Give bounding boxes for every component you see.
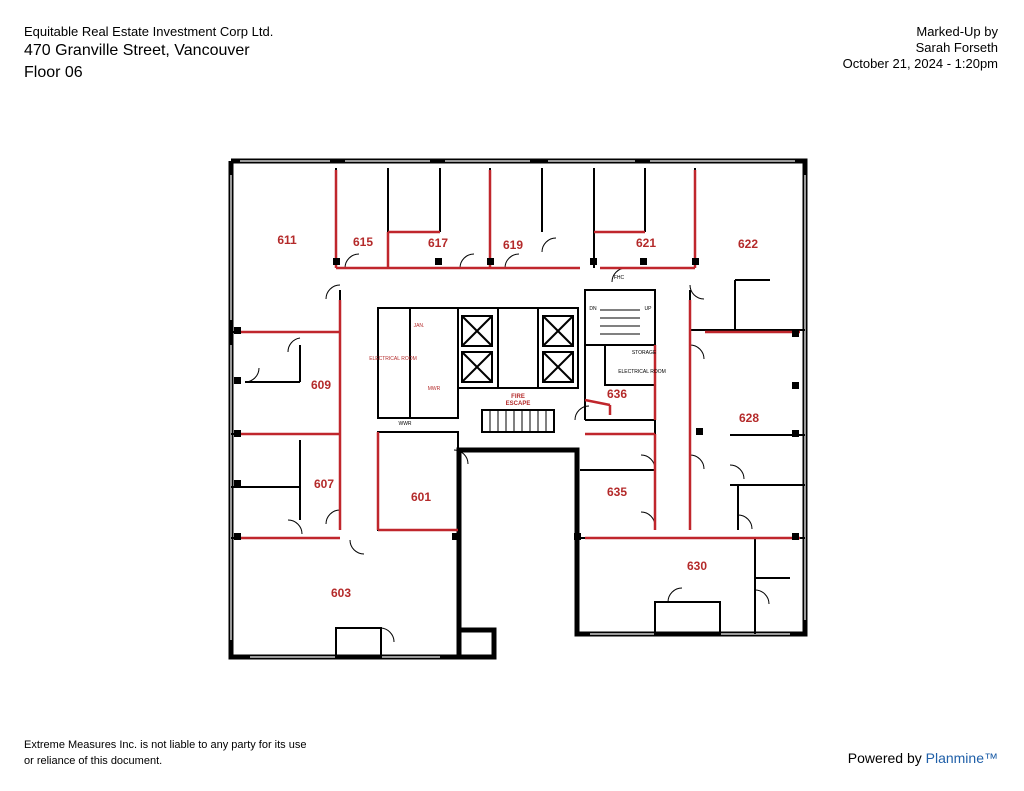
- markup-datetime: October 21, 2024 - 1:20pm: [842, 56, 998, 71]
- wwr-label: WWR: [398, 421, 411, 427]
- room-615-label: 615: [353, 235, 373, 249]
- room-607-label: 607: [314, 477, 334, 491]
- marked-by-name: Sarah Forseth: [915, 40, 998, 55]
- storage-label: STORAGE: [632, 350, 657, 356]
- room-617-label: 617: [428, 236, 448, 250]
- disclaimer: Extreme Measures Inc. is not liable to a…: [24, 737, 306, 769]
- room-609-label: 609: [311, 378, 331, 392]
- dn-label: DN: [589, 306, 597, 312]
- columns: [234, 258, 799, 540]
- disclaimer-line-1: Extreme Measures Inc. is not liable to a…: [24, 739, 307, 751]
- mwr-label: MWR: [428, 386, 441, 392]
- disclaimer-line-2: or reliance of this document.: [24, 755, 163, 767]
- escape-label: ESCAPE: [506, 401, 531, 407]
- jan-label: JAN.: [414, 323, 425, 329]
- stair-treads: [489, 309, 640, 432]
- up-label: UP: [645, 306, 653, 312]
- fhc-label: FHC: [614, 275, 625, 281]
- fire-label: FIRE: [511, 394, 525, 400]
- room-603-label: 603: [331, 586, 351, 600]
- powered-by: Powered by Planmine™: [848, 750, 998, 766]
- floor-label: Floor 06: [24, 64, 83, 81]
- room-636-label: 636: [607, 387, 627, 401]
- room-621-label: 621: [636, 236, 656, 250]
- markup-lines: [237, 170, 800, 540]
- room-628-label: 628: [739, 411, 759, 425]
- electrical-room-2-label: ELECTRICAL ROOM: [618, 369, 666, 375]
- room-619-label: 619: [503, 238, 523, 252]
- address: 470 Granville Street, Vancouver: [24, 42, 250, 59]
- header-right: Marked-Up by Sarah Forseth October 21, 2…: [843, 24, 998, 72]
- room-622-label: 622: [738, 237, 758, 251]
- brand-link[interactable]: Planmine™: [925, 750, 998, 766]
- marked-by-label: Marked-Up by: [916, 24, 998, 39]
- company-name: Equitable Real Estate Investment Corp Lt…: [24, 24, 274, 39]
- room-601-label: 601: [411, 490, 431, 504]
- electrical-room-label: ELECTRICAL ROOM: [369, 356, 417, 362]
- windows: [230, 160, 806, 658]
- room-635-label: 635: [607, 485, 627, 499]
- header-left: Equitable Real Estate Investment Corp Lt…: [24, 24, 273, 84]
- room-611-label: 611: [277, 233, 297, 247]
- room-630-label: 630: [687, 559, 707, 573]
- powered-by-label: Powered by: [847, 750, 922, 766]
